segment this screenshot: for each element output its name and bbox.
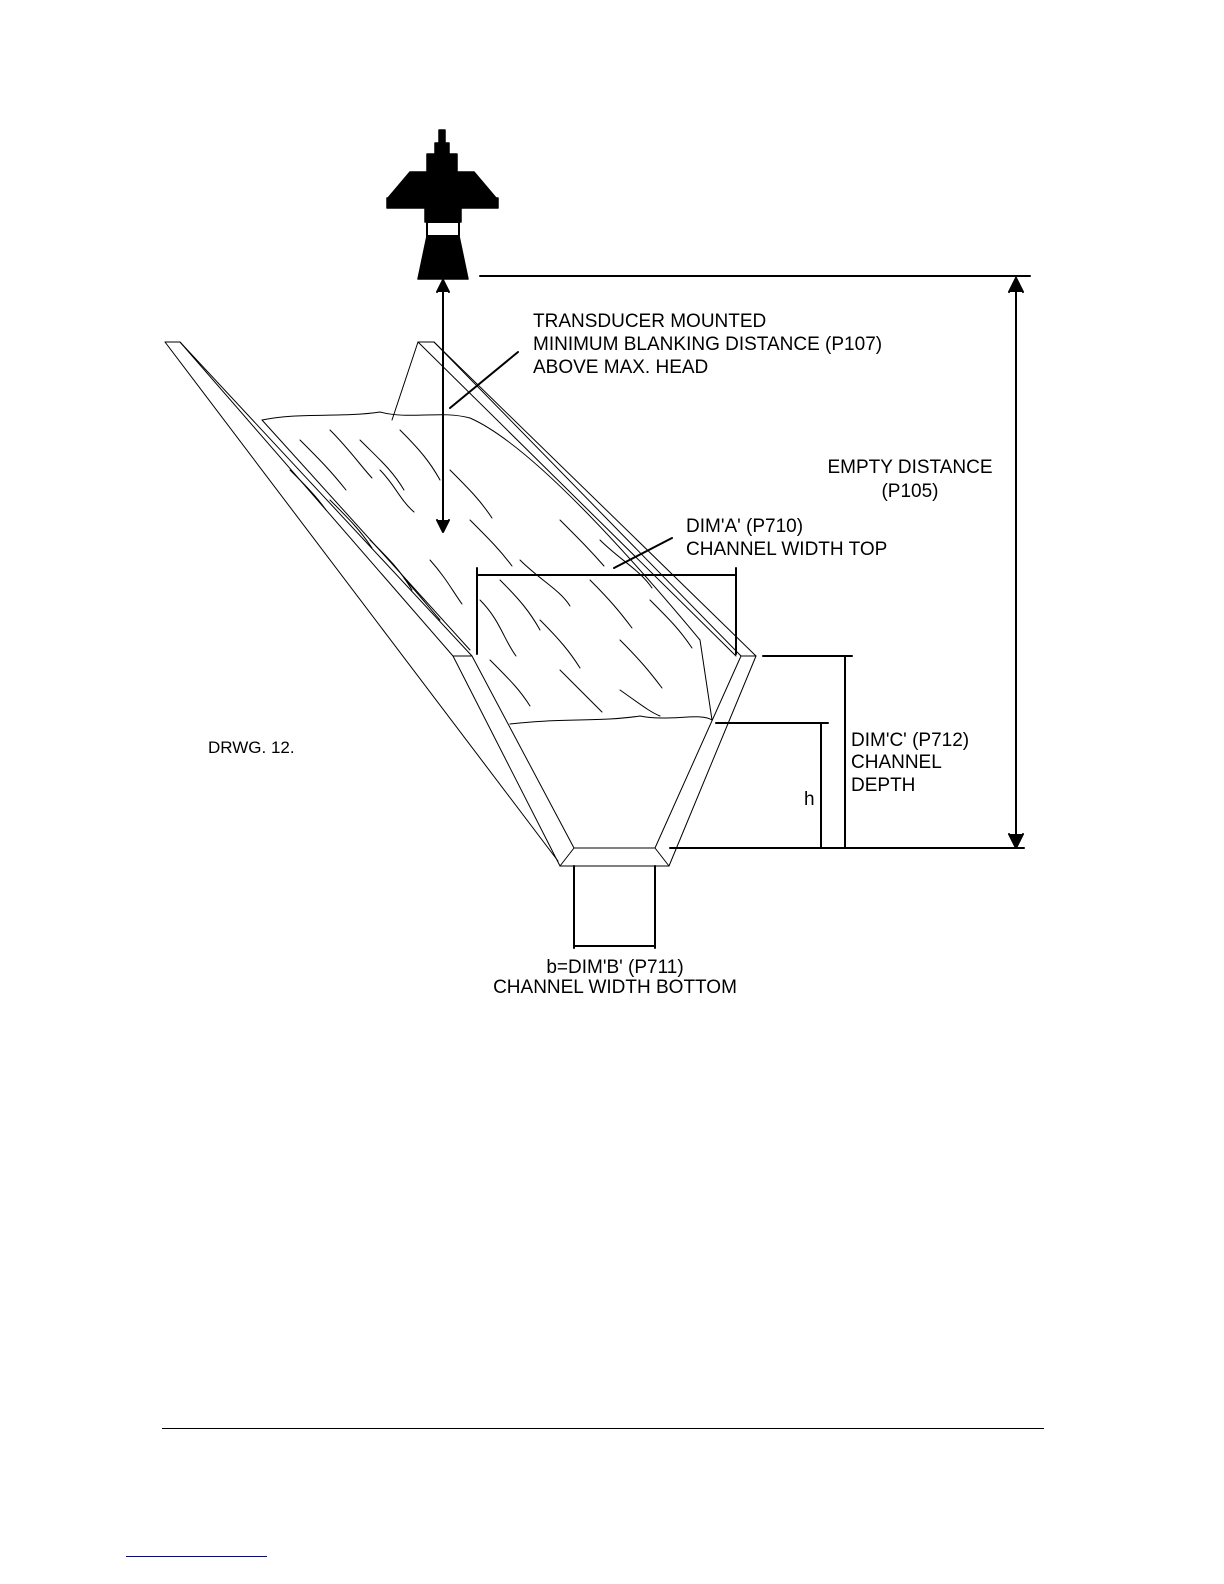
page-rule	[162, 1428, 1044, 1429]
head-h-label: h	[804, 788, 815, 812]
transducer-note-line-1: TRANSDUCER MOUNTED	[533, 310, 766, 334]
transducer-icon	[387, 130, 498, 279]
channel-trough	[165, 342, 756, 866]
dim-a-label: DIM'A' (P710)	[686, 515, 803, 539]
dim-c-description-2: DEPTH	[851, 774, 915, 798]
dimension-lines	[437, 276, 1030, 948]
empty-distance-param: (P105)	[812, 480, 1008, 504]
transducer-note-line-3: ABOVE MAX. HEAD	[533, 356, 708, 380]
dim-b-description: CHANNEL WIDTH BOTTOM	[470, 976, 760, 1000]
dim-c-label: DIM'C' (P712)	[851, 729, 969, 753]
drawing-id: DRWG. 12.	[208, 736, 295, 760]
water-surface	[262, 412, 712, 724]
empty-distance-label: EMPTY DISTANCE	[812, 456, 1008, 480]
transducer-note-line-2: MINIMUM BLANKING DISTANCE (P107)	[533, 333, 882, 357]
footer-link-underline[interactable]	[126, 1556, 267, 1557]
dim-c-description-1: CHANNEL	[851, 751, 942, 775]
dim-a-description: CHANNEL WIDTH TOP	[686, 538, 887, 562]
